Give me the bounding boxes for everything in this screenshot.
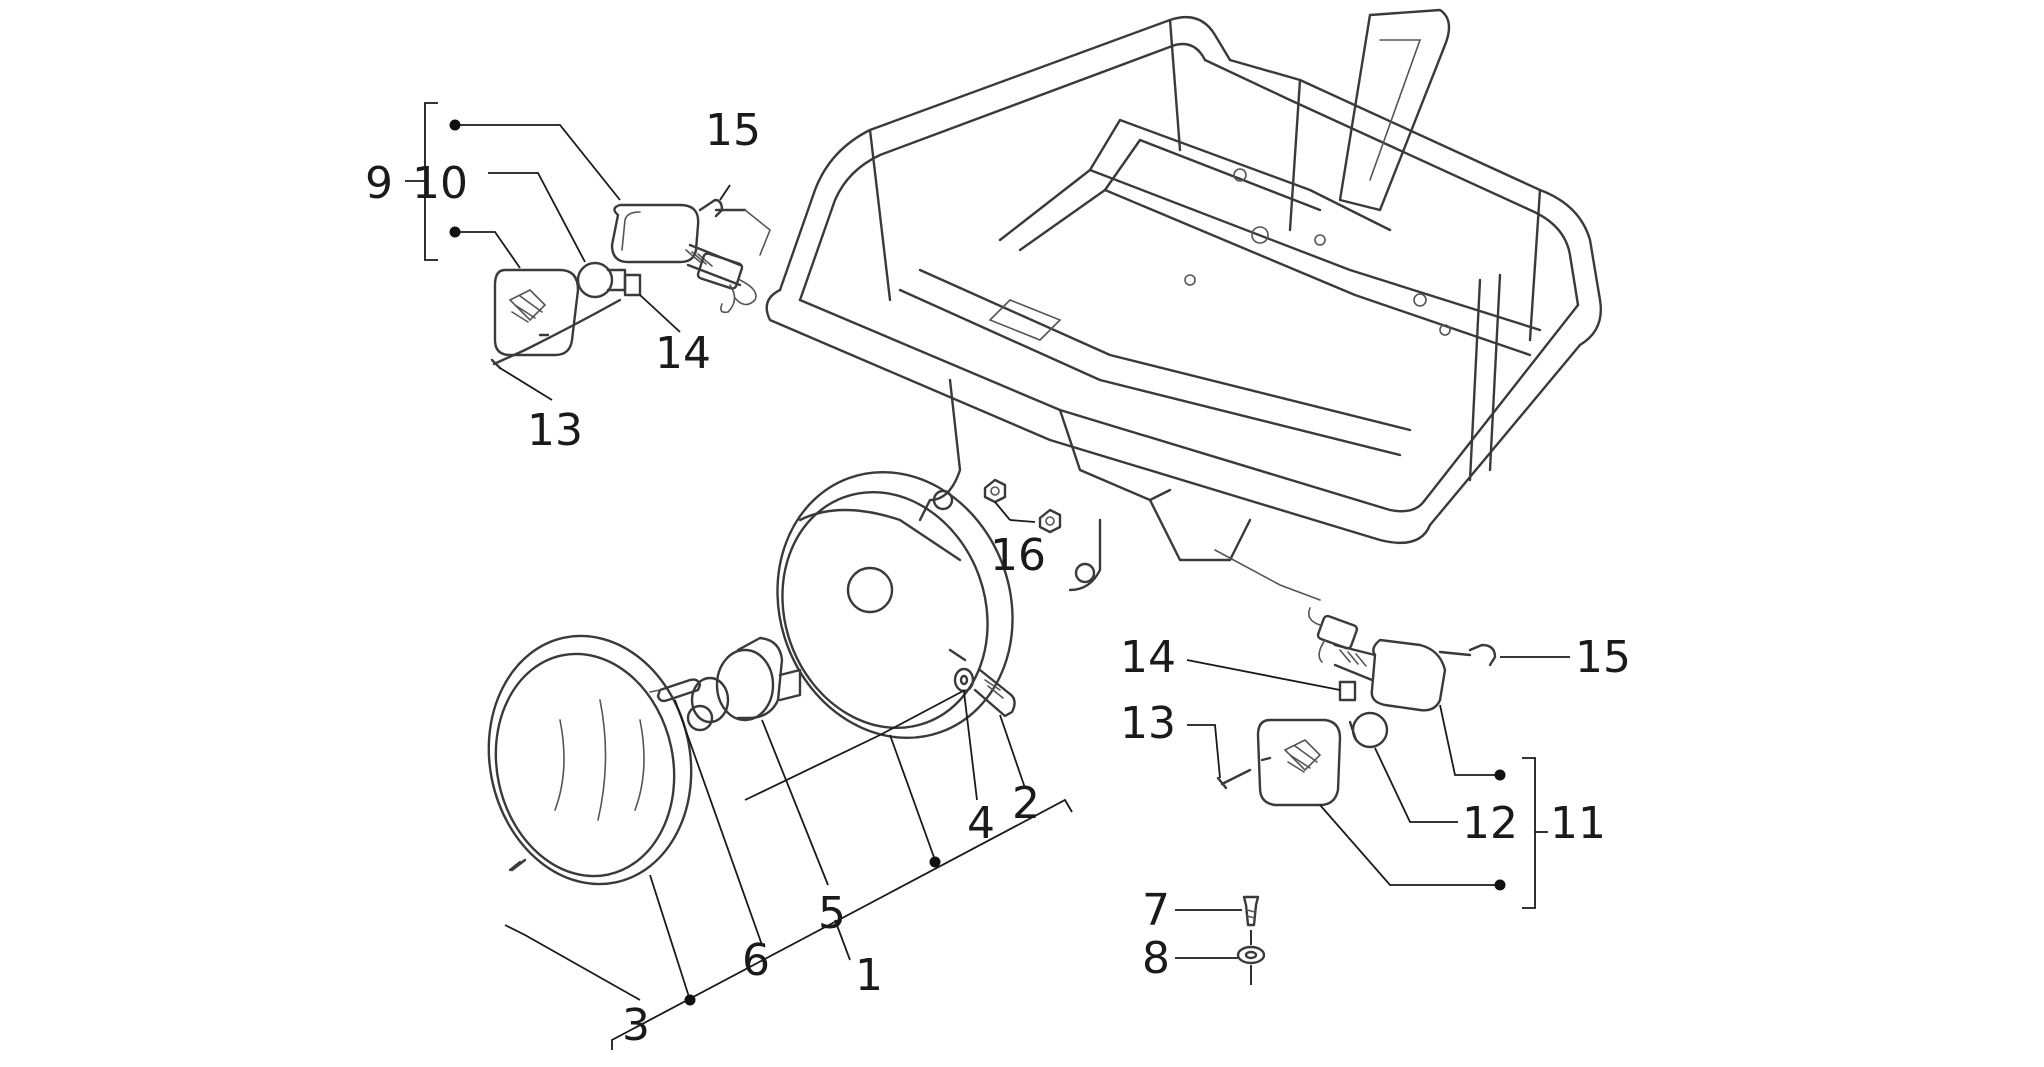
callout-6: 6 — [742, 935, 770, 986]
callout-dot — [1494, 879, 1506, 891]
callout-15-left: 15 — [705, 105, 761, 156]
callout-16: 16 — [990, 530, 1046, 581]
callout-10: 10 — [412, 158, 468, 209]
front-luggage-rack — [765, 8, 1602, 601]
left-turn-signal-assembly — [490, 198, 771, 370]
leader-lines — [405, 102, 1570, 1050]
callout-numbers: 9 10 15 14 13 16 2 4 5 6 1 3 14 13 15 12… — [365, 105, 1631, 1051]
callout-13-right: 13 — [1120, 698, 1176, 749]
callout-dots — [449, 119, 1506, 1006]
callout-11: 11 — [1550, 798, 1606, 849]
callout-dot — [449, 119, 461, 131]
right-turn-signal-assembly — [1216, 607, 1497, 807]
callout-8: 8 — [1142, 933, 1170, 984]
callout-dot — [929, 856, 941, 868]
callout-14-right: 14 — [1120, 632, 1176, 683]
screw-and-washer — [1236, 895, 1266, 985]
callout-5: 5 — [818, 888, 846, 939]
callout-dot — [1494, 769, 1506, 781]
callout-dot — [449, 226, 461, 238]
callout-9: 9 — [365, 158, 393, 209]
callout-12: 12 — [1462, 798, 1518, 849]
nuts — [983, 478, 1062, 534]
callout-dot — [684, 994, 696, 1006]
callout-4: 4 — [967, 798, 995, 849]
callout-7: 7 — [1142, 885, 1170, 936]
callout-2: 2 — [1012, 778, 1040, 829]
callout-1: 1 — [855, 950, 883, 1001]
callout-3: 3 — [622, 1000, 650, 1051]
headlight-assembly — [487, 470, 1016, 886]
callout-13-left: 13 — [527, 405, 583, 456]
callout-14-left: 14 — [655, 328, 711, 379]
callout-15-right: 15 — [1575, 632, 1631, 683]
